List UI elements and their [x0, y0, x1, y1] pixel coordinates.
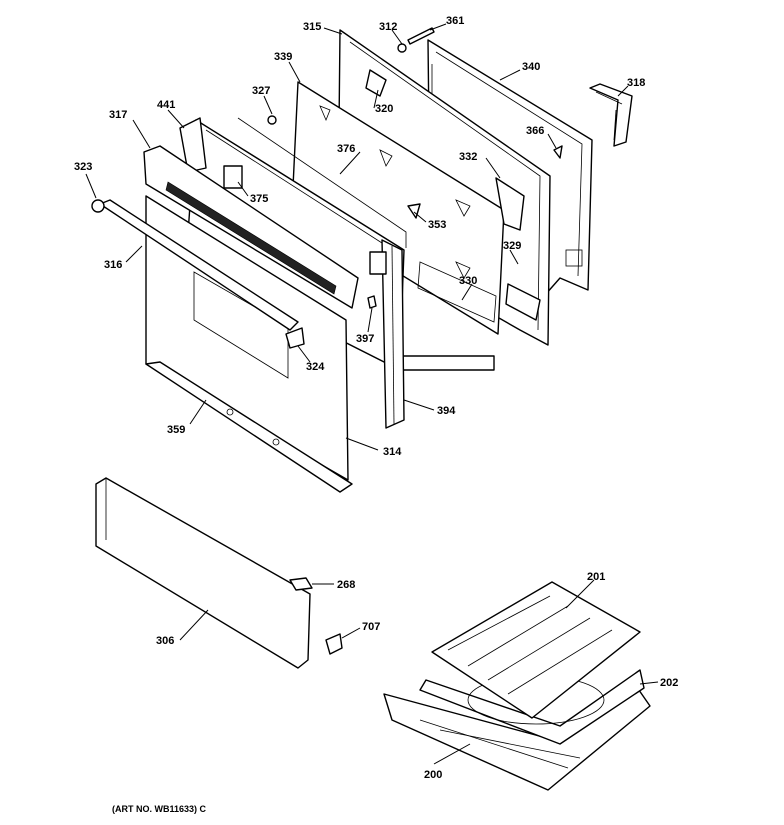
part-268-drawer-clip [289, 577, 313, 591]
label-359: 359 [167, 424, 185, 436]
label-340: 340 [522, 61, 540, 73]
label-202: 202 [660, 677, 678, 689]
label-441: 441 [157, 99, 175, 111]
label-315: 315 [303, 21, 321, 33]
label-306: 306 [156, 635, 174, 647]
label-316: 316 [104, 259, 122, 271]
part-376-door-liner [179, 117, 495, 371]
label-339: 339 [274, 51, 292, 63]
label-323: 323 [74, 161, 92, 173]
label-312: 312 [379, 21, 397, 33]
label-397: 397 [356, 333, 374, 345]
label-200: 200 [424, 769, 442, 781]
part-707-drawer-screw [325, 633, 343, 655]
label-353: 353 [428, 219, 446, 231]
part-317-vent-trim [143, 145, 359, 309]
label-707: 707 [362, 621, 380, 633]
label-375: 375 [250, 193, 268, 205]
label-394: 394 [437, 405, 456, 417]
part-394-side-trim [369, 239, 405, 429]
label-268: 268 [337, 579, 355, 591]
part-318-door-gasket [589, 83, 633, 147]
label-318: 318 [627, 77, 645, 89]
label-320: 320 [375, 103, 393, 115]
part-316-door-handle [91, 199, 305, 349]
label-329: 329 [503, 240, 521, 252]
label-332: 332 [459, 151, 477, 163]
label-201: 201 [587, 571, 605, 583]
label-330: 330 [459, 275, 477, 287]
label-327: 327 [252, 85, 270, 97]
part-359-bottom-door-trim [145, 361, 353, 493]
part-201-broiler-grid [431, 581, 641, 719]
label-376: 376 [337, 143, 355, 155]
label-361: 361 [446, 15, 464, 27]
part-330-inner-glass [291, 81, 505, 335]
art-number-caption: (ART NO. WB11633) C [112, 804, 207, 814]
part-labels: 315 312 361 339 340 318 327 320 441 317 … [74, 15, 678, 814]
label-324: 324 [306, 361, 325, 373]
label-366: 366 [526, 125, 544, 137]
leader-lines [85, 23, 659, 765]
label-317: 317 [109, 109, 127, 121]
label-314: 314 [383, 446, 402, 458]
small-hardware [267, 27, 563, 321]
part-306-drawer-front [95, 477, 311, 669]
